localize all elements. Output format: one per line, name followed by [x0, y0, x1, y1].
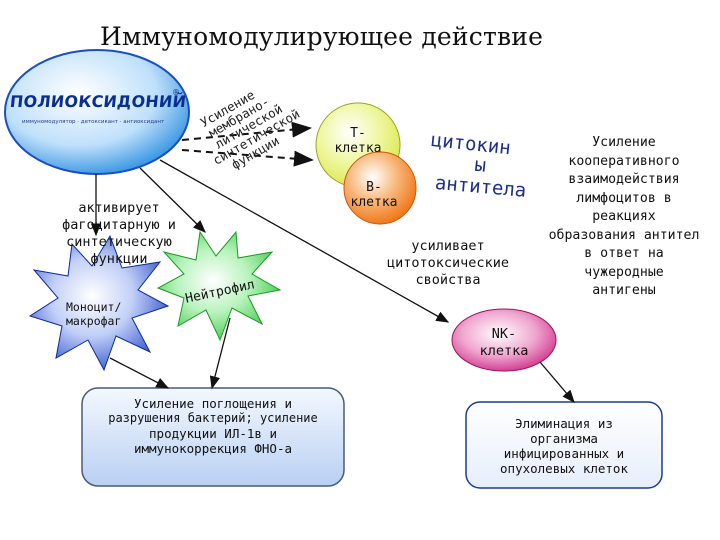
bottom-right-line: организма [530, 431, 598, 446]
cooperative-line: чужеродные [584, 264, 664, 280]
cooperative-line: лимфоцитов в [576, 190, 672, 206]
activates-line: функции [90, 251, 148, 267]
bottom-left-line: разрушения бактерий; усиление [108, 411, 318, 425]
cooperative-line: антигены [592, 283, 656, 298]
b-cell-label-line2: клетка [350, 195, 398, 210]
nk-cell-label-line1: NK- [491, 326, 517, 342]
arrow-to-neutrophil [139, 167, 206, 233]
cooperative-line: взаимодействия [568, 172, 680, 187]
bottom-left-line: Усиление поглощения и [133, 396, 293, 411]
activates-line: активирует [78, 200, 160, 216]
cooperative-text: Усиление кооперативного взаимодействия л… [528, 134, 720, 301]
logo-subtitle: иммуномодулятор · детоксикант · антиокси… [22, 119, 165, 125]
cytotoxic-line: свойства [415, 272, 481, 288]
arrow-neutrophil-to-box [209, 317, 231, 390]
bottom-left-line: иммунокоррекция ФНО-а [133, 441, 293, 456]
cytokines-label: цитокин ы [428, 129, 512, 178]
nk-cell-label-line2: клетка [479, 343, 529, 359]
monocyte-line: Моноцит/ [66, 300, 122, 314]
monocyte-label: Моноцит/ макрофаг [66, 300, 121, 328]
bottom-right-text: Элиминация из организма инфицированных и… [468, 416, 660, 476]
cytotoxic-line: цитотоксические [387, 255, 509, 271]
activates-text: активирует фагоцитарную и синтетическую … [44, 200, 194, 268]
cooperative-line: кооперативного [568, 153, 680, 169]
b-cell-circle [343, 151, 417, 225]
bottom-right-line: опухолевых клеток [500, 461, 628, 476]
dashed-arrow-to-t-cell [181, 121, 312, 141]
nk-cell-ellipse [451, 308, 557, 372]
bottom-left-text: Усиление поглощения и разрушения бактери… [84, 396, 342, 456]
monocyte-line: макрофаг [66, 314, 122, 328]
arrow-monocyte-to-box [109, 357, 170, 389]
bottom-right-line: Элиминация из [515, 416, 613, 431]
bottom-right-line: инфицированных и [503, 446, 625, 461]
arrow-nk-to-box [539, 361, 575, 403]
t-cell-label: Т- клетка [318, 126, 398, 156]
cooperative-line: в ответ на [584, 246, 664, 261]
logo-name: ПОЛИОКСИДОНИЙ [9, 92, 188, 111]
neutrophil-burst [156, 230, 282, 342]
cooperative-line: Усиление [592, 135, 656, 150]
t-cell-label-line2: клетка [334, 141, 382, 156]
page-title: Иммуномодулирующее действие [100, 22, 544, 51]
cooperative-line: реакциях [592, 209, 656, 224]
t-cell-label-line1: Т- [350, 126, 366, 141]
cytotoxic-text: усиливает цитотоксические свойства [368, 238, 528, 289]
nk-cell-label: NK- клетка [464, 326, 544, 360]
registered-mark: ® [172, 88, 180, 97]
b-cell-label: В- клетка [334, 180, 414, 210]
activates-line: фагоцитарную и [62, 217, 176, 233]
polyoxidonium-ellipse [4, 49, 190, 175]
cytotoxic-line: усиливает [411, 238, 485, 254]
monocyte-burst [28, 234, 170, 372]
cooperative-line: образования антител [548, 227, 700, 243]
dashed-arrow-to-b-cell [181, 149, 314, 167]
arrow-to-nk-cell [159, 159, 450, 323]
activates-line: синтетическую [66, 234, 172, 250]
bottom-left-line: продукции ИЛ-1в и [149, 426, 277, 441]
b-cell-label-line1: В- [366, 180, 382, 195]
